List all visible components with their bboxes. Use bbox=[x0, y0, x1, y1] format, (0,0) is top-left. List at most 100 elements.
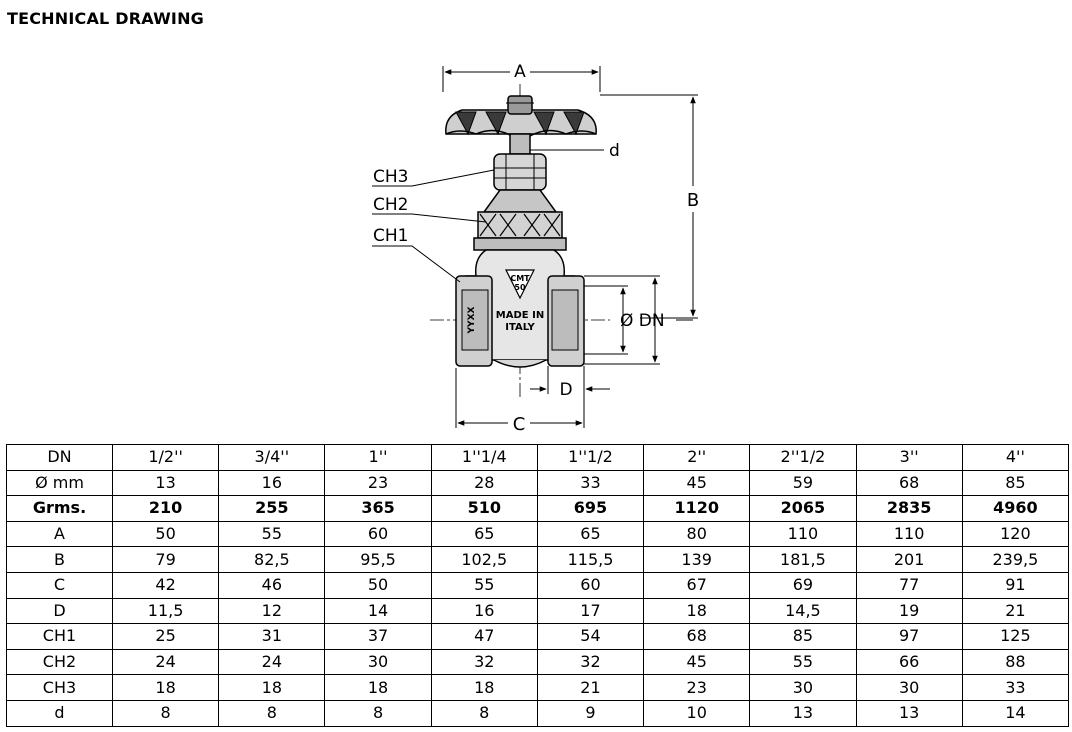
table-cell: 67 bbox=[643, 571, 751, 599]
table-cell: 102,5 bbox=[430, 546, 538, 573]
valve-technical-drawing: A B d bbox=[372, 62, 699, 435]
table-cell: 50 bbox=[324, 571, 432, 599]
table-cell: 55 bbox=[430, 571, 538, 599]
row-label-cell: CH1 bbox=[6, 623, 113, 650]
table-cell: 110 bbox=[855, 520, 963, 548]
table-cell: 69 bbox=[749, 571, 857, 599]
table-cell: 255 bbox=[218, 495, 326, 522]
table-cell: 91 bbox=[961, 571, 1070, 599]
table-cell: 3/4'' bbox=[218, 444, 326, 471]
row-label-cell: B bbox=[6, 546, 113, 573]
row-label-cell: D bbox=[6, 597, 113, 625]
table-cell: 77 bbox=[855, 571, 963, 599]
table-cell: 31 bbox=[218, 623, 326, 650]
table-cell: 181,5 bbox=[749, 546, 857, 573]
row-label-cell: CH3 bbox=[6, 674, 113, 701]
table-cell: 68 bbox=[855, 469, 963, 497]
table-cell: 1'' bbox=[324, 444, 432, 471]
table-cell: 125 bbox=[961, 623, 1070, 650]
table-cell: 60 bbox=[324, 520, 432, 548]
table-cell: 11,5 bbox=[111, 597, 220, 625]
table-cell: 1/2'' bbox=[111, 444, 220, 471]
table-cell: 4'' bbox=[961, 444, 1070, 471]
table-cell: 60 bbox=[536, 571, 645, 599]
dimension-d-label: D bbox=[559, 380, 572, 400]
table-cell: 12 bbox=[218, 597, 326, 625]
table-cell: 365 bbox=[324, 495, 432, 522]
table-cell: 695 bbox=[536, 495, 645, 522]
table-cell: 210 bbox=[111, 495, 220, 522]
table-cell: 8 bbox=[111, 699, 220, 727]
table-cell: 17 bbox=[536, 597, 645, 625]
table-cell: 18 bbox=[111, 674, 220, 701]
table-cell: 46 bbox=[218, 571, 326, 599]
row-label-cell: Grms. bbox=[6, 495, 113, 522]
table-cell: 1''1/4 bbox=[430, 444, 538, 471]
table-cell: 201 bbox=[855, 546, 963, 573]
table-cell: 2'' bbox=[643, 444, 751, 471]
table-cell: 2065 bbox=[749, 495, 857, 522]
dimension-b-label: B bbox=[687, 190, 699, 211]
dimension-c bbox=[455, 368, 585, 428]
table-cell: 85 bbox=[961, 469, 1070, 497]
table-cell: 30 bbox=[324, 648, 432, 676]
table-cell: 65 bbox=[536, 520, 645, 548]
row-label-cell: CH2 bbox=[6, 648, 113, 676]
table-cell: 18 bbox=[218, 674, 326, 701]
table-cell: 68 bbox=[643, 623, 751, 650]
table-cell: 85 bbox=[749, 623, 857, 650]
table-cell: 30 bbox=[749, 674, 857, 701]
table-cell: 32 bbox=[536, 648, 645, 676]
table-cell: 33 bbox=[536, 469, 645, 497]
ch3-nut bbox=[493, 153, 547, 191]
table-cell: 16 bbox=[218, 469, 326, 497]
stamp-top-text: CMT bbox=[510, 274, 530, 283]
table-cell: 82,5 bbox=[218, 546, 326, 573]
ch2-bonnet bbox=[473, 189, 567, 251]
table-cell: 95,5 bbox=[324, 546, 432, 573]
side-mark-text: YYXX bbox=[467, 306, 477, 334]
table-cell: 54 bbox=[536, 623, 645, 650]
ch3-label: CH3 bbox=[373, 167, 408, 187]
ch2-label: CH2 bbox=[373, 195, 408, 215]
table-cell: 88 bbox=[961, 648, 1070, 676]
table-cell: 30 bbox=[855, 674, 963, 701]
table-cell: 16 bbox=[430, 597, 538, 625]
handwheel bbox=[445, 95, 597, 137]
table-cell: 33 bbox=[961, 674, 1070, 701]
table-cell: 18 bbox=[324, 674, 432, 701]
table-cell: 110 bbox=[749, 520, 857, 548]
table-cell: 19 bbox=[855, 597, 963, 625]
table-cell: 139 bbox=[643, 546, 751, 573]
table-cell: 32 bbox=[430, 648, 538, 676]
table-cell: 65 bbox=[430, 520, 538, 548]
made-in-text-2: ITALY bbox=[505, 322, 535, 333]
table-cell: 23 bbox=[643, 674, 751, 701]
table-cell: 24 bbox=[218, 648, 326, 676]
table-cell: 239,5 bbox=[961, 546, 1070, 573]
table-cell: 115,5 bbox=[536, 546, 645, 573]
table-cell: 1''1/2 bbox=[536, 444, 645, 471]
table-cell: 80 bbox=[643, 520, 751, 548]
table-cell: 79 bbox=[111, 546, 220, 573]
table-cell: 14,5 bbox=[749, 597, 857, 625]
valve-body bbox=[455, 249, 585, 368]
table-cell: 21 bbox=[536, 674, 645, 701]
dimension-d-small-label: d bbox=[609, 141, 620, 161]
table-cell: 10 bbox=[643, 699, 751, 727]
row-label-cell: A bbox=[6, 520, 113, 548]
row-label-cell: d bbox=[6, 699, 113, 727]
row-label-cell: C bbox=[6, 571, 113, 599]
table-cell: 45 bbox=[643, 648, 751, 676]
table-cell: 45 bbox=[643, 469, 751, 497]
table-cell: 25 bbox=[111, 623, 220, 650]
